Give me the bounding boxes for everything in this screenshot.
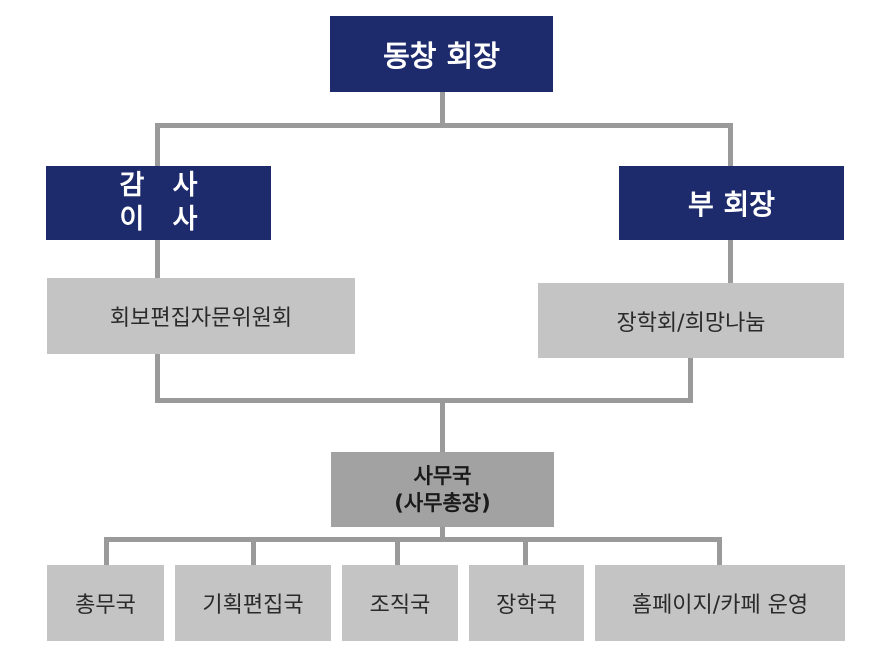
connector-vp-to-scholarship xyxy=(728,240,733,283)
auditor-director-box: 감 사 이 사 xyxy=(46,166,271,240)
auditor-label: 감 사 xyxy=(119,170,198,202)
connector-top-horizontal xyxy=(155,123,733,128)
secretary-general-label: (사무총장) xyxy=(394,490,491,515)
secretariat-label: 사무국 xyxy=(413,464,472,489)
dept-box-homepage-cafe: 홈페이지/카페 운영 xyxy=(595,565,845,641)
dept-label: 조직국 xyxy=(369,593,431,618)
dept-label: 기획편집국 xyxy=(202,593,304,618)
connector-dept-drop-4 xyxy=(523,537,528,565)
connector-auditor-to-committee xyxy=(155,240,160,278)
dept-label: 장학국 xyxy=(496,593,557,618)
connector-dept-drop-2 xyxy=(251,537,256,565)
scholarship-hope-box: 장학회/희망나눔 xyxy=(538,283,844,358)
dept-box-scholarship: 장학국 xyxy=(469,565,584,641)
connector-dept-drop-1 xyxy=(104,537,109,565)
connector-secretariat-down xyxy=(440,527,445,541)
editorial-committee-box: 회보편집자문위원회 xyxy=(47,278,355,354)
dept-box-planning-editing: 기획편집국 xyxy=(175,565,331,641)
connector-scholarship-down xyxy=(688,358,693,402)
director-label: 이 사 xyxy=(119,204,198,235)
vice-president-label: 부 회장 xyxy=(687,188,776,221)
secretariat-box: 사무국 (사무총장) xyxy=(331,452,554,527)
vice-president-box: 부 회장 xyxy=(619,166,844,240)
connector-left-top-drop xyxy=(155,123,160,166)
connector-president-down xyxy=(440,92,445,127)
president-box: 동창 회장 xyxy=(330,16,553,92)
president-label: 동창 회장 xyxy=(383,39,500,73)
dept-box-general-affairs: 총무국 xyxy=(47,565,164,641)
connector-to-secretariat xyxy=(440,398,445,452)
editorial-committee-label: 회보편집자문위원회 xyxy=(109,306,293,331)
dept-label: 총무국 xyxy=(75,593,136,618)
dept-label: 홈페이지/카페 운영 xyxy=(631,593,809,618)
scholarship-hope-label: 장학회/희망나눔 xyxy=(616,310,766,336)
connector-middle-horizontal xyxy=(155,398,693,403)
dept-box-organization: 조직국 xyxy=(342,565,458,641)
connector-committee-down xyxy=(155,354,160,402)
connector-bottom-horizontal xyxy=(104,537,722,542)
connector-right-top-drop xyxy=(728,123,733,166)
connector-dept-drop-5 xyxy=(717,537,722,565)
connector-dept-drop-3 xyxy=(395,537,400,565)
